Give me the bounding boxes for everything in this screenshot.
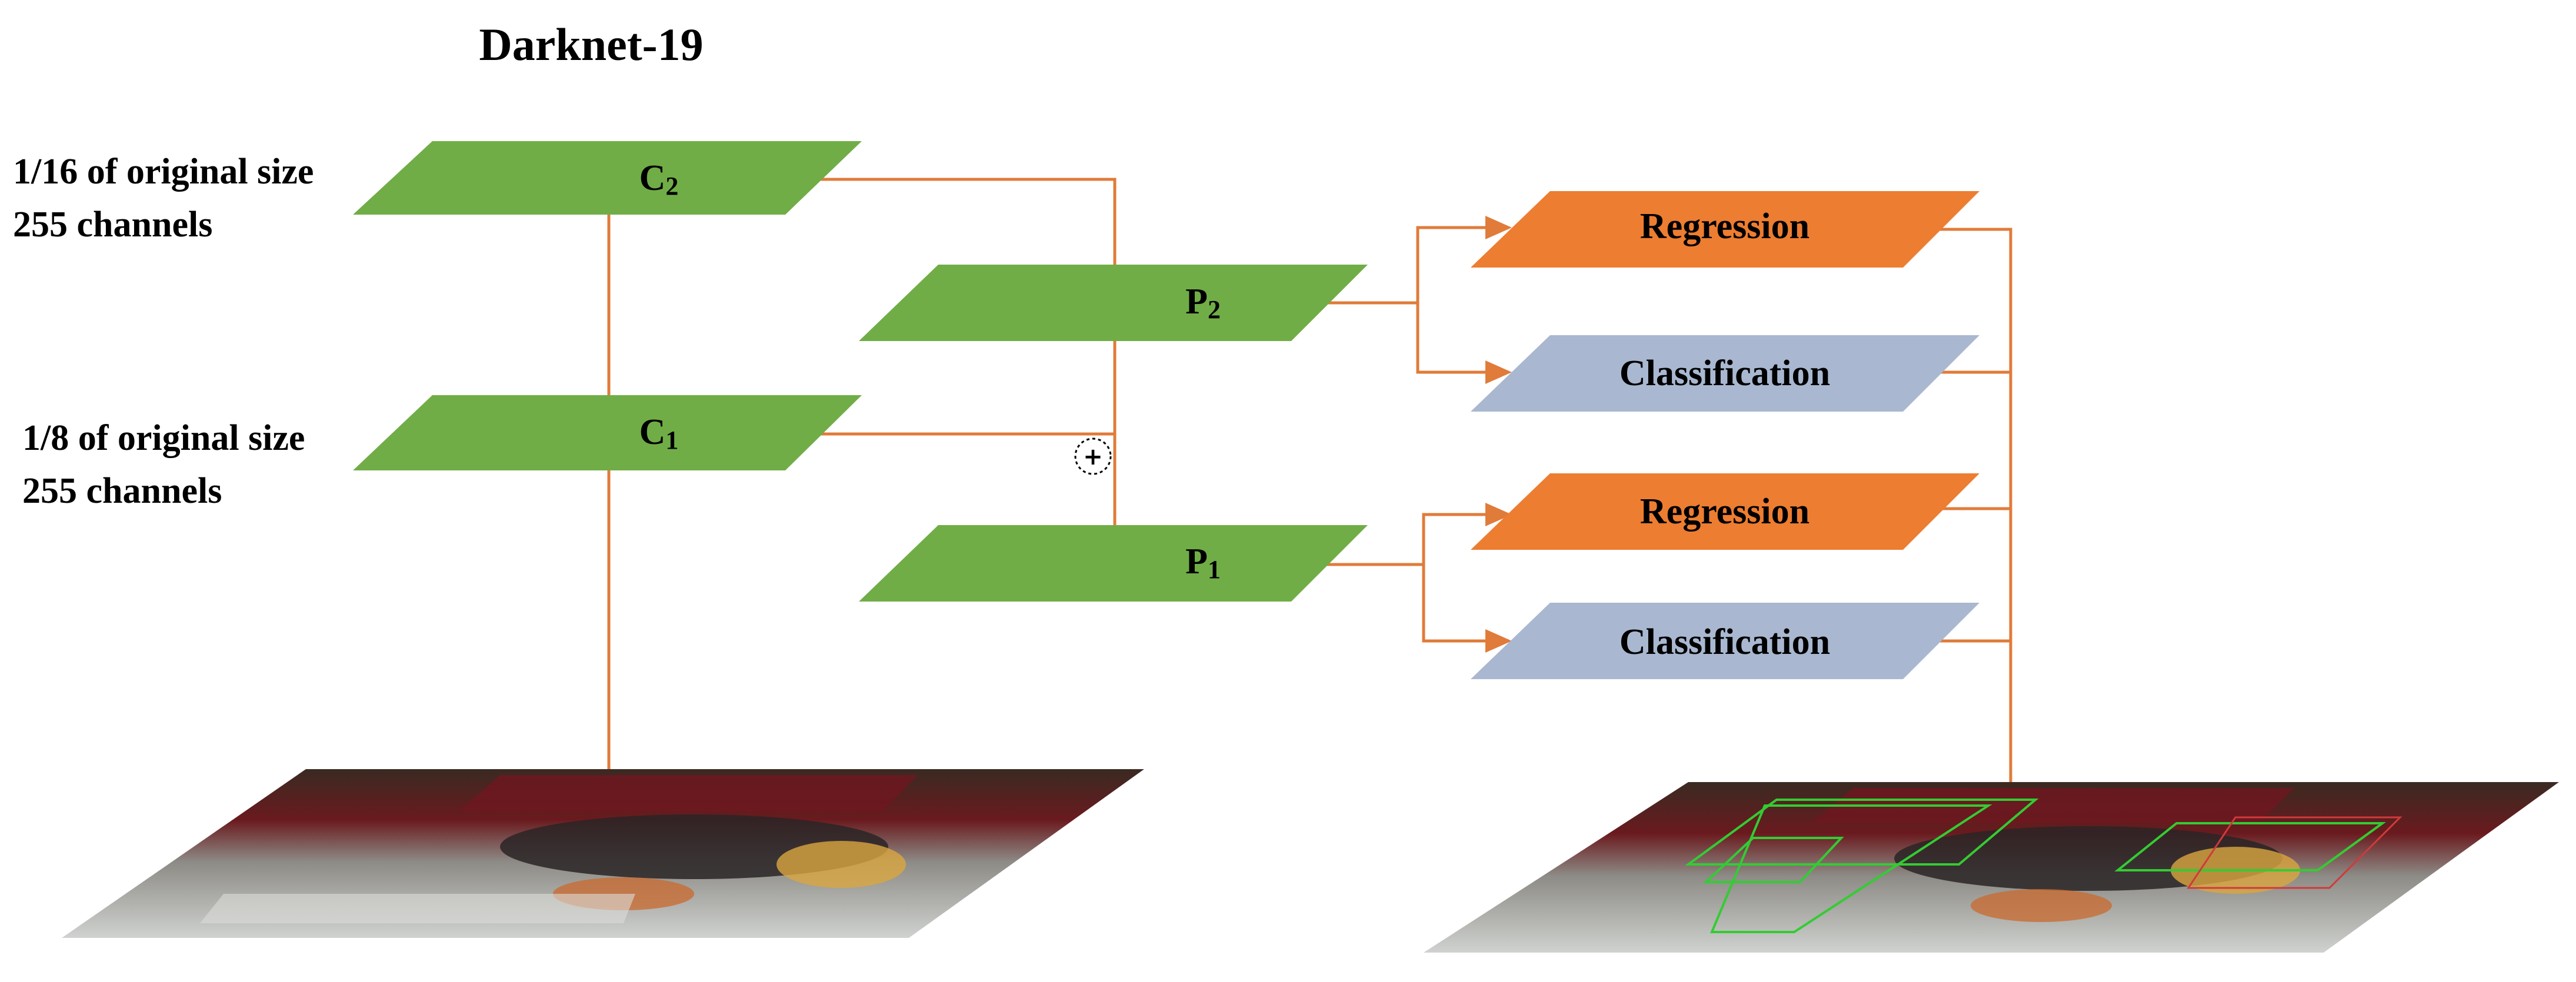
p2-to-classification-arrow <box>1416 303 1512 384</box>
detection-boxes <box>1684 799 2387 933</box>
input-image-cloth <box>459 775 918 811</box>
svg-text:Classification: Classification <box>1619 353 1830 393</box>
p1-subscript: 1 <box>1208 555 1221 584</box>
regression-head-p1: Regression <box>1471 473 1980 550</box>
detection-box-2 <box>1702 837 1844 883</box>
p1-letter: P <box>1185 542 1208 582</box>
scale-label-c1-size: 1/8 of original size <box>22 418 305 458</box>
output-image <box>1424 782 2559 953</box>
p2-letter: P <box>1185 282 1208 322</box>
svg-text:Classification: Classification <box>1619 622 1830 662</box>
head-collector-line <box>1935 228 2022 817</box>
connector-lines <box>597 178 2022 817</box>
input-image <box>62 769 1144 938</box>
c2-subscript: 2 <box>665 172 678 201</box>
classification-head-p2: Classification <box>1471 335 1980 412</box>
svg-text:P1: P1 <box>1185 542 1221 584</box>
c2-to-p2-arrow <box>818 178 1127 306</box>
p2-to-regression-arrow <box>1416 216 1512 303</box>
regression-head-p2: Regression <box>1471 191 1980 268</box>
scale-label-c2-size: 1/16 of original size <box>13 152 314 192</box>
detection-box-4 <box>2114 822 2387 871</box>
c1-subscript: 1 <box>665 426 678 455</box>
detection-box-red <box>2187 816 2402 889</box>
c1-letter: C <box>639 412 666 452</box>
p2-subscript: 2 <box>1208 295 1221 324</box>
svg-text:C1: C1 <box>639 412 679 455</box>
scale-label-c1-channels: 255 channels <box>22 471 222 511</box>
p1-to-regression-arrow <box>1422 503 1512 565</box>
feature-map-c1: C1 <box>353 395 862 470</box>
svg-text:+: + <box>1083 443 1103 470</box>
feature-map-p1: P1 <box>859 525 1368 602</box>
detection-box-1 <box>1684 799 2039 866</box>
classification-head-p1: Classification <box>1471 603 1980 679</box>
c2-letter: C <box>639 158 666 198</box>
p1-to-classification-arrow <box>1422 565 1512 653</box>
diagram-title: Darknet-19 <box>479 19 703 70</box>
svg-text:Regression: Regression <box>1640 206 1809 246</box>
svg-text:Regression: Regression <box>1640 492 1809 532</box>
feature-map-c2: C2 <box>353 141 862 215</box>
detection-box-3 <box>1709 804 1992 933</box>
scale-label-c2-channels: 255 channels <box>13 205 212 245</box>
merge-add-symbol: + <box>1074 437 1112 475</box>
feature-map-p2: P2 <box>859 265 1368 341</box>
svg-text:P2: P2 <box>1185 282 1221 324</box>
svg-text:C2: C2 <box>639 158 679 201</box>
